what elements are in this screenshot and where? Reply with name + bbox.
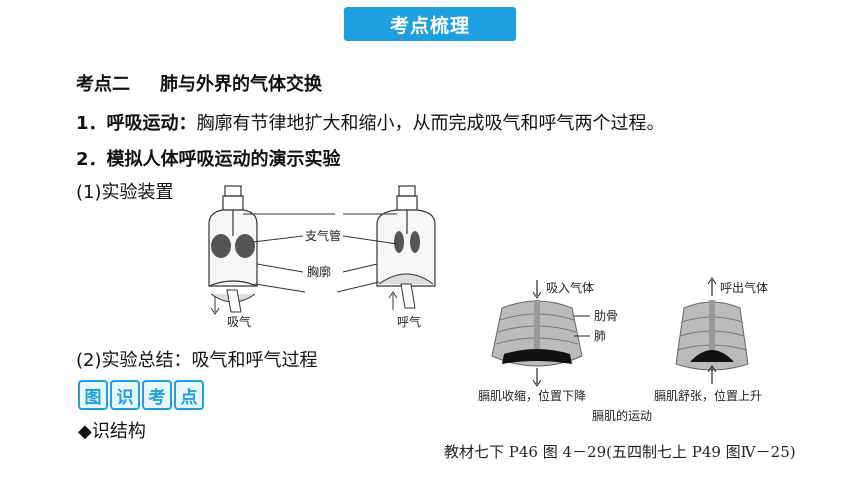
section-heading: 考点二 肺与外界的气体交换	[76, 70, 322, 96]
balloon-right-1	[394, 231, 404, 253]
label-inhale: 吸气	[227, 314, 251, 329]
badge-tuzhi-kaodian: 图 识 考 点	[78, 380, 204, 410]
label-exhale: 呼气	[397, 314, 421, 329]
label-breathe-out: 呼出气体	[720, 280, 768, 295]
ribcage-expanded	[491, 300, 583, 367]
label-contract: 膈肌收缩，位置下降	[478, 388, 586, 403]
ribcage-diaphragm-diagram: 吸入气体 肋骨 肺 膈肌收缩，位置下降 呼出气体 膈肌舒张，位置上升 膈肌的运动	[478, 277, 768, 423]
balloon-left-1	[211, 234, 231, 258]
bell-jar-exhale	[376, 185, 436, 287]
ribcage-contracted	[675, 300, 749, 371]
badge-char-3: 考	[142, 380, 172, 410]
label-diaphragm-title: 膈肌的运动	[592, 408, 652, 423]
bell-jar-apparatus-diagram: 支气管 胸廓 吸气 呼气	[208, 185, 436, 329]
label-breathe-in: 吸入气体	[546, 280, 594, 295]
item1-text: 胸廓有节律地扩大和缩小，从而完成吸气和呼气两个过程。	[196, 113, 665, 134]
item-breathing-movement: 1．呼吸运动：胸廓有节律地扩大和缩小，从而完成吸气和呼气两个过程。	[76, 109, 665, 135]
label-relax: 膈肌舒张，位置上升	[654, 388, 762, 403]
balloon-left-2	[235, 234, 255, 258]
badge-char-4: 点	[174, 380, 204, 410]
hand-left-icon	[226, 289, 242, 313]
section-header-tab: 考点梳理	[344, 7, 516, 41]
item-structure: ◆识结构	[78, 421, 146, 442]
membrane-right	[378, 273, 434, 285]
item-summary: (2)实验总结：吸气和呼气过程	[76, 346, 318, 372]
bell-jar-inhale	[208, 185, 258, 287]
section-title: 肺与外界的气体交换	[160, 74, 322, 95]
badge-char-1: 图	[78, 380, 108, 410]
badge-char-2: 识	[110, 380, 140, 410]
label-rib: 肋骨	[594, 308, 618, 323]
label-lung: 肺	[594, 329, 606, 343]
label-chest: 胸廓	[307, 264, 331, 279]
section-number: 考点二	[76, 74, 130, 95]
item-simulation-experiment: 2．模拟人体呼吸运动的演示实验	[76, 149, 341, 170]
label-trachea: 支气管	[305, 228, 341, 243]
item1-label: 1．呼吸运动：	[76, 113, 197, 134]
balloon-right-2	[410, 231, 420, 253]
item-apparatus-heading: (1)实验装置	[76, 182, 174, 203]
figure-caption: 教材七下 P46 图 4－29(五四制七上 P49 图Ⅳ－25)	[444, 443, 796, 461]
hand-right-icon	[400, 283, 416, 309]
item4-text: 吸气和呼气过程	[191, 350, 318, 371]
item4-label: (2)实验总结：	[76, 350, 192, 371]
